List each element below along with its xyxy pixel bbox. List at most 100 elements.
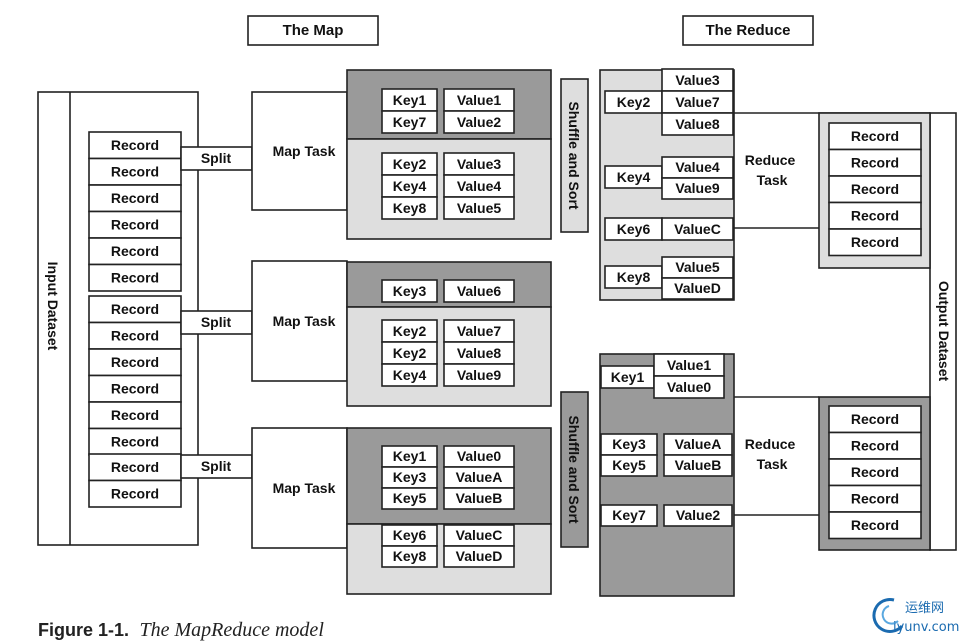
record-label: Record [111, 354, 159, 370]
record-label: Record [851, 181, 899, 197]
value-label: ValueC [456, 527, 503, 543]
key-label: Key8 [393, 200, 427, 216]
input-dataset-label: Input Dataset [45, 262, 61, 351]
watermark-url: iyunv.com [893, 620, 959, 635]
reduce-task-label-line2: Task [757, 456, 788, 472]
record-label: Record [851, 128, 899, 144]
map-task-box [251, 427, 348, 549]
watermark-swoosh-inner-icon [881, 605, 899, 625]
key-label: Key2 [617, 94, 651, 110]
split-3: Split [180, 454, 253, 479]
split-2: Split [180, 310, 253, 335]
value-label: Value5 [675, 259, 720, 275]
value-label: Value2 [457, 114, 502, 130]
value-label: ValueC [674, 221, 721, 237]
reduce-header-box [682, 15, 814, 46]
reduce-task-label: Reduce [745, 152, 796, 168]
record-label: Record [111, 270, 159, 286]
map-task-label: Map Task [273, 480, 336, 496]
reduce-input-2: Key1 Value1 Value0 Key3 ValueA Key5 Valu… [599, 353, 735, 597]
value-label: Value1 [457, 92, 502, 108]
map-task-label: Map Task [273, 143, 336, 159]
record-label: Record [851, 464, 899, 480]
map-task-box [251, 260, 348, 382]
reduce-task-label: Reduce Task [745, 152, 799, 188]
key-label: Key3 [393, 283, 427, 299]
key-label: Key5 [612, 457, 646, 473]
output-dataset-box [929, 112, 957, 551]
shuffle-sort-box [560, 391, 589, 548]
record-label: Record [111, 328, 159, 344]
reduce-header-label: The Reduce [705, 22, 790, 39]
key-label: Key6 [393, 527, 427, 543]
figure-caption: Figure 1-1. The MapReduce model [38, 619, 324, 641]
record-label: Record [851, 517, 899, 533]
value-label: Value9 [457, 367, 502, 383]
value-label: Value8 [457, 345, 502, 361]
key-label: Key3 [612, 436, 646, 452]
value-label: Value7 [457, 323, 502, 339]
record-label: Record [111, 459, 159, 475]
split-label: Split [201, 150, 232, 166]
record-label: Record [111, 407, 159, 423]
record-label: Record [851, 438, 899, 454]
reduce-task-label: Reduce [745, 436, 796, 452]
record-label: Record [851, 234, 899, 250]
record-stack-1: Record Record Record Record Record Recor… [88, 131, 182, 292]
record-label: Record [111, 243, 159, 259]
value-label: Value3 [675, 72, 720, 88]
record-label: Record [111, 164, 159, 180]
watermark-logo: 运维网 iyunv.com [872, 598, 959, 635]
map-task-1: Map Task Key1 Value1 Key7 Value2 Key2 Va… [251, 69, 552, 240]
key-label: Key1 [611, 369, 645, 385]
key-label: Key8 [393, 548, 427, 564]
shuffle-sort-1: Shuffle and Sort [560, 78, 589, 233]
key-label: Key2 [393, 156, 427, 172]
key-label: Key4 [393, 367, 427, 383]
record-label: Record [851, 411, 899, 427]
reduce-input-1: Key2 Value3 Value7 Value8 Key4 Value4 Va… [599, 68, 735, 301]
reduce-task-label-line2: Task [757, 172, 788, 188]
value-label: Value7 [675, 94, 720, 110]
watermark-swoosh-icon [872, 598, 904, 633]
value-label: ValueA [456, 469, 503, 485]
figure-caption-title: The MapReduce model [139, 619, 324, 641]
reduce-task-label: Reduce Task [745, 436, 799, 472]
record-label: Record [851, 491, 899, 507]
map-task-label: Map Task [273, 313, 336, 329]
value-label: Value4 [675, 159, 720, 175]
key-label: Key3 [393, 469, 427, 485]
shuffle-sort-label: Shuffle and Sort [566, 415, 582, 523]
map-header-label: The Map [283, 22, 344, 39]
record-label: Record [111, 190, 159, 206]
value-label: Value9 [675, 180, 720, 196]
map-task-box [251, 91, 348, 211]
value-label: Value3 [457, 156, 502, 172]
value-label: Value1 [667, 357, 712, 373]
value-label: ValueB [456, 490, 503, 506]
key-label: Key4 [393, 178, 427, 194]
record-label: Record [111, 301, 159, 317]
value-label: Value2 [676, 507, 721, 523]
record-stack-3: Record Record [88, 453, 182, 508]
value-label: ValueD [456, 548, 503, 564]
value-label: ValueB [675, 457, 722, 473]
record-label: Record [851, 208, 899, 224]
record-label: Record [851, 155, 899, 171]
split-label: Split [201, 314, 232, 330]
output-group-1: Record Record Record Record Record [818, 112, 931, 269]
key-label: Key8 [617, 269, 651, 285]
shuffle-sort-label: Shuffle and Sort [566, 101, 582, 209]
value-label: Value6 [457, 283, 502, 299]
output-dataset-label: Output Dataset [936, 281, 952, 382]
map-task-2: Map Task Key3 Value6 Key2 Value7 Key2 Va… [251, 260, 552, 407]
record-stack-2: Record Record Record Record Record Recor… [88, 295, 182, 456]
record-label: Record [111, 381, 159, 397]
shuffle-sort-2: Shuffle and Sort [560, 391, 589, 548]
value-label: Value4 [457, 178, 502, 194]
value-label: Value5 [457, 200, 502, 216]
key-label: Key7 [612, 507, 646, 523]
value-label: Value8 [675, 116, 720, 132]
